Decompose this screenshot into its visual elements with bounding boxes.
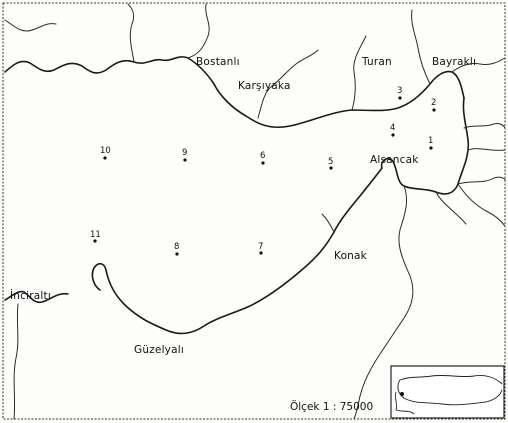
- stream-east-2: [467, 148, 506, 151]
- place-label-alsancak: Alsancak: [370, 154, 419, 166]
- place-label-turan: Turan: [362, 56, 392, 68]
- stream-east-3: [457, 176, 506, 185]
- place-label-bayrakli: Bayraklı: [432, 56, 477, 68]
- south-coastline: [91, 167, 383, 335]
- inset-turkey-outline: [397, 374, 503, 406]
- station-10-marker: [103, 156, 107, 160]
- station-6-marker: [261, 161, 265, 165]
- station-9-label: 9: [182, 148, 188, 158]
- station-11-label: 11: [90, 230, 101, 240]
- stream-east-1: [463, 123, 506, 129]
- station-5-label: 5: [328, 157, 334, 167]
- stream-north-1: [127, 3, 135, 63]
- station-2-label: 2: [431, 98, 437, 108]
- place-label-bostanli: Bostanlı: [196, 56, 240, 68]
- inset-frame: [390, 365, 505, 419]
- station-8-marker: [175, 252, 179, 256]
- inset-location-marker: [400, 392, 404, 396]
- east-coastline: [380, 97, 470, 195]
- stream-north-2: [187, 3, 210, 59]
- station-8-label: 8: [174, 242, 180, 252]
- station-10-label: 10: [100, 146, 111, 156]
- station-4-marker: [391, 133, 395, 137]
- stream-east-4: [457, 183, 506, 227]
- stream-north-4: [351, 35, 367, 111]
- scale-label: Ölçek 1 : 75000: [290, 401, 374, 413]
- station-11-marker: [93, 239, 97, 243]
- stream-northwest: [4, 19, 57, 32]
- west-coastline: [4, 290, 69, 304]
- place-label-guzelyali: Güzelyalı: [134, 344, 184, 356]
- station-3-label: 3: [397, 86, 403, 96]
- place-label-inciralti: İnciraltı: [10, 290, 51, 302]
- station-5-marker: [329, 166, 333, 170]
- place-label-karsiyaka: Karşıyaka: [238, 80, 291, 92]
- place-label-konak: Konak: [334, 250, 367, 262]
- stream-south-konak: [353, 185, 414, 420]
- station-2-marker: [432, 108, 436, 112]
- stream-east-5: [435, 191, 467, 225]
- station-6-label: 6: [260, 151, 266, 161]
- station-3-marker: [398, 96, 402, 100]
- station-1-label: 1: [428, 136, 434, 146]
- inset-coast-detail: [394, 391, 415, 415]
- stream-southwest: [13, 303, 19, 420]
- stream-south-2: [321, 213, 335, 233]
- station-7-marker: [259, 251, 263, 255]
- station-9-marker: [183, 158, 187, 162]
- stream-north-5: [411, 9, 431, 85]
- station-4-label: 4: [390, 123, 396, 133]
- north-coastline: [4, 56, 465, 129]
- station-1-marker: [429, 146, 433, 150]
- station-7-label: 7: [258, 242, 264, 252]
- stream-north-3: [257, 49, 319, 119]
- stream-north-6: [451, 57, 506, 73]
